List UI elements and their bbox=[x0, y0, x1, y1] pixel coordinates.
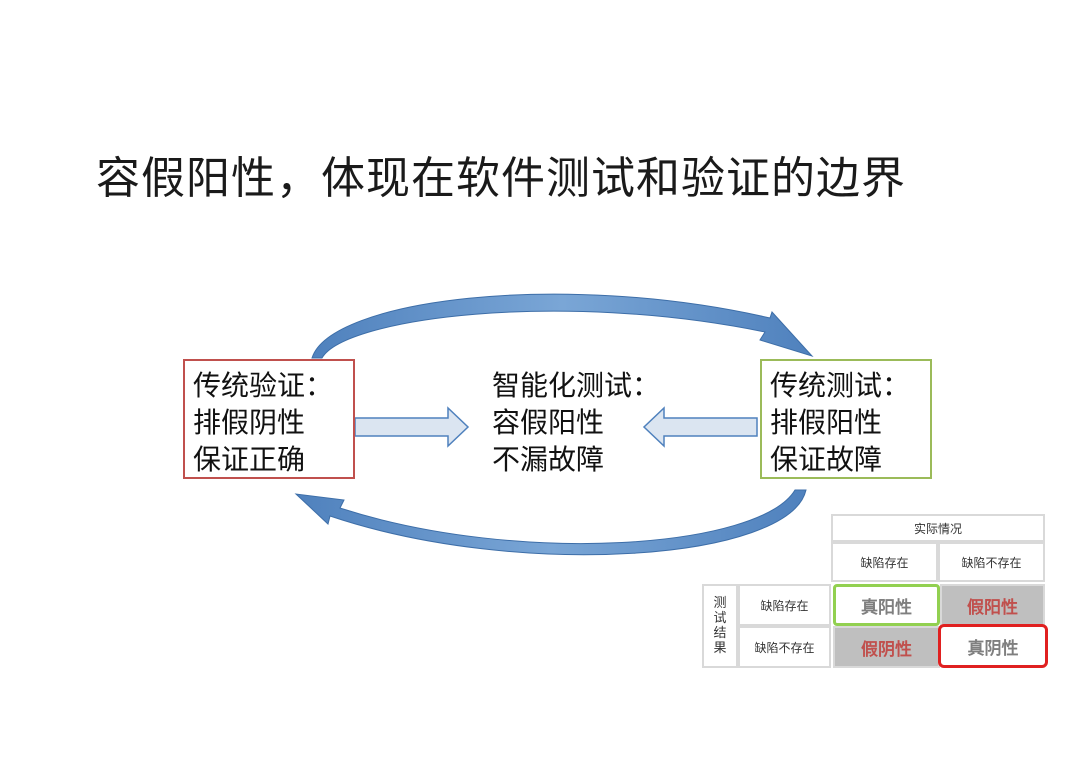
matrix-cell-false-positive: 假阳性 bbox=[940, 584, 1045, 626]
row-group-char-2: 试 bbox=[713, 611, 727, 626]
traditional-testing-box: 传统测试： 排假阳性 保证故障 bbox=[760, 359, 932, 479]
matrix-cell-true-positive: 真阳性 bbox=[833, 584, 940, 626]
slide-title: 容假阳性，体现在软件测试和验证的边界 bbox=[96, 153, 906, 204]
row-group-char-4: 果 bbox=[713, 641, 727, 656]
row-group-char-1: 测 bbox=[713, 596, 727, 611]
row-group-char-3: 结 bbox=[713, 626, 727, 641]
traditional-verification-box: 传统验证： 排假阴性 保证正确 bbox=[183, 359, 355, 479]
matrix-cell-false-negative: 假阴性 bbox=[833, 626, 940, 668]
traditional-verification-line-1: 传统验证： bbox=[193, 369, 334, 402]
matrix-col-label-defect-absent: 缺陷不存在 bbox=[938, 542, 1045, 582]
matrix-row-label-defect-exists: 缺陷存在 bbox=[738, 584, 831, 626]
right-block-arrow bbox=[354, 406, 470, 448]
bottom-curved-arrow bbox=[294, 489, 807, 556]
matrix-header-actual: 实际情况 bbox=[831, 514, 1045, 542]
intelligent-testing-text: 智能化测试： 容假阳性 不漏故障 bbox=[492, 367, 660, 478]
traditional-testing-line-1: 传统测试： bbox=[770, 369, 911, 402]
matrix-row-group-label: 测 试 结 果 bbox=[702, 584, 738, 668]
left-block-arrow bbox=[642, 406, 758, 448]
matrix-col-label-defect-exists: 缺陷存在 bbox=[831, 542, 938, 582]
traditional-testing-line-2: 排假阳性 bbox=[770, 406, 883, 439]
intelligent-testing-line-1: 智能化测试： bbox=[492, 369, 661, 402]
intelligent-testing-line-3: 不漏故障 bbox=[492, 443, 605, 476]
matrix-cell-true-negative: 真阴性 bbox=[938, 624, 1048, 668]
traditional-verification-line-3: 保证正确 bbox=[193, 443, 306, 476]
intelligent-testing-line-2: 容假阳性 bbox=[492, 406, 605, 439]
top-curved-arrow bbox=[311, 293, 814, 359]
traditional-verification-line-2: 排假阴性 bbox=[193, 406, 306, 439]
matrix-row-label-defect-absent: 缺陷不存在 bbox=[738, 626, 831, 668]
confusion-matrix: 实际情况 缺陷存在 缺陷不存在 测 试 结 果 缺陷存在 缺陷不存在 真阳性 假… bbox=[700, 514, 1048, 670]
traditional-testing-line-3: 保证故障 bbox=[770, 443, 883, 476]
